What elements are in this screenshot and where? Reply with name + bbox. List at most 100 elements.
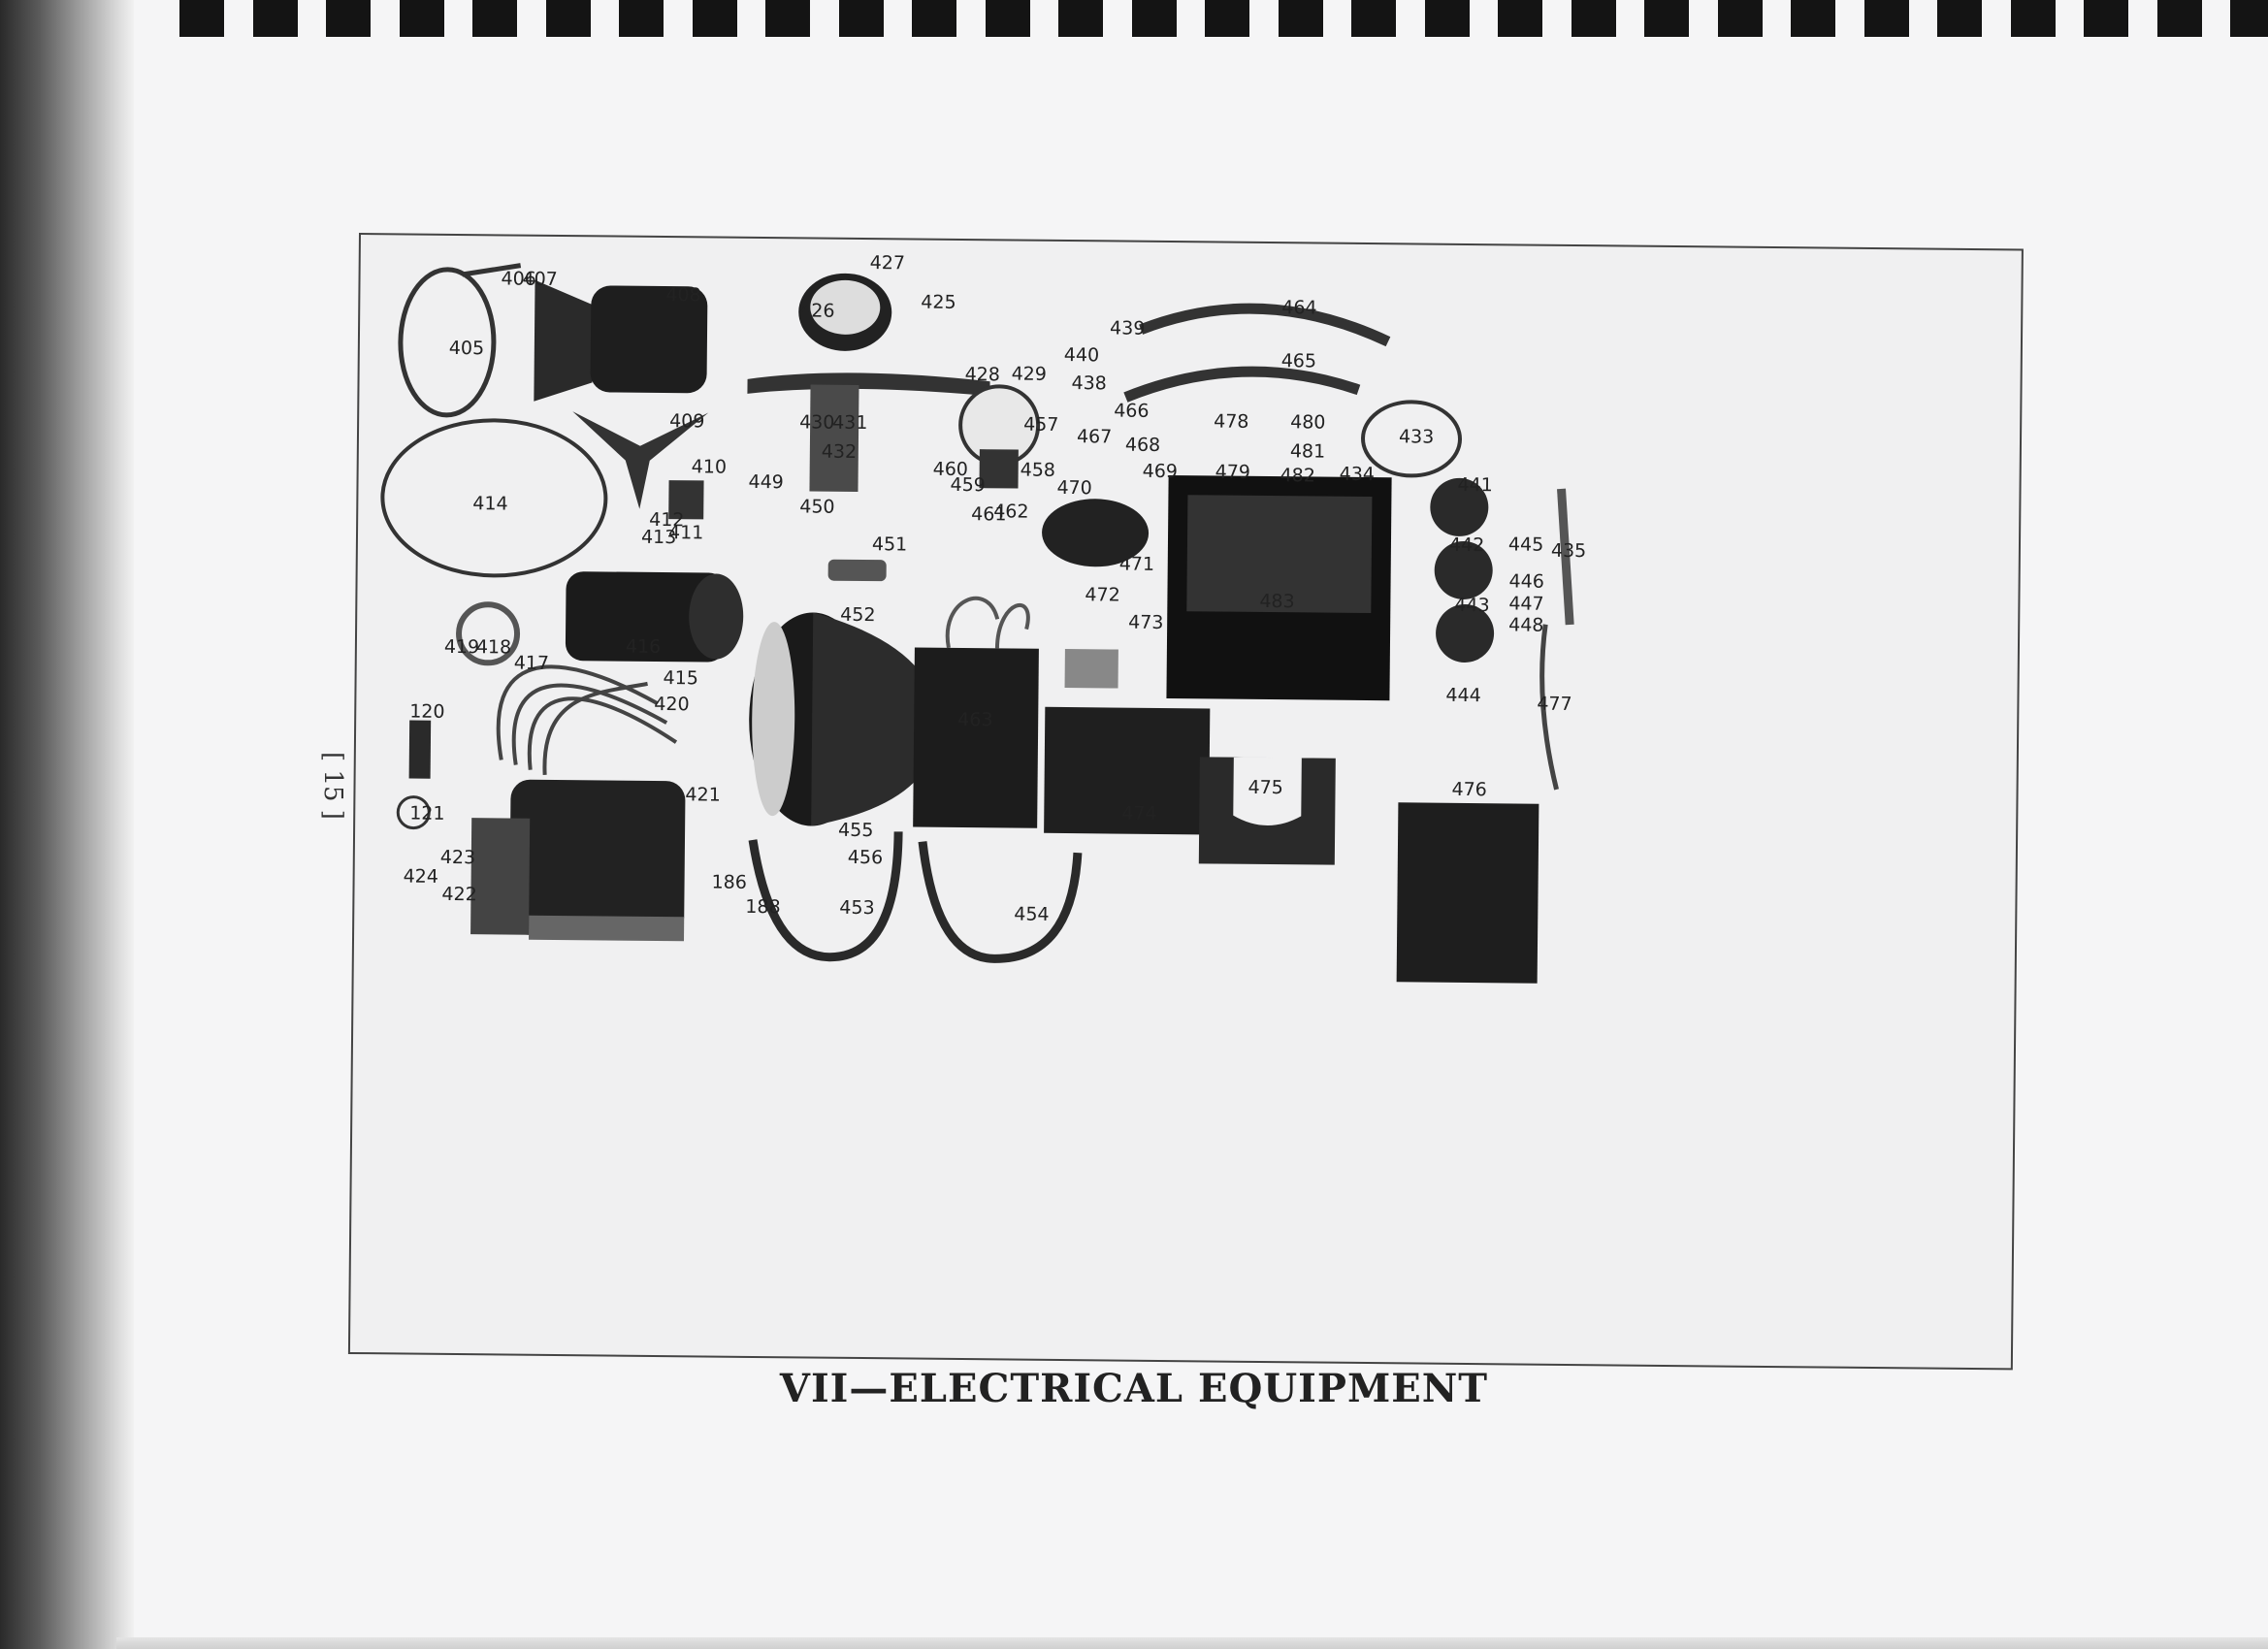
binding-hole (326, 0, 371, 37)
binding-hole (2156, 0, 2202, 37)
tube-464-part (1139, 303, 1391, 347)
part-label: 438 (1071, 372, 1106, 394)
part-label: 430 (799, 411, 834, 433)
pad-475-part (1198, 757, 1336, 865)
part-label: 408 (665, 284, 700, 306)
cable-433-part (1361, 400, 1463, 478)
binding-hole (1937, 0, 1982, 37)
part-label: 435 (1551, 540, 1586, 562)
part-label: 447 (1508, 593, 1543, 614)
part-label: 407 (522, 269, 557, 290)
part-label: 448 (1508, 614, 1543, 635)
part-label: 482 (1280, 465, 1315, 486)
binding-hole (1644, 0, 1689, 37)
binding-hole (619, 0, 664, 37)
disc-443-part (1436, 603, 1495, 663)
washer-121-part (396, 795, 431, 830)
page-edge-shadow (0, 0, 136, 1649)
part-label: 476 (1451, 779, 1486, 800)
part-label: 426 (799, 300, 834, 321)
spark-plug-part (408, 720, 432, 779)
part-label: 451 (872, 534, 907, 555)
part-label: 120 (409, 701, 444, 723)
binding-hole (2084, 0, 2128, 37)
binding-hole (1791, 0, 1835, 37)
part-label: 424 (404, 865, 438, 887)
part-label: 439 (1110, 317, 1145, 339)
part-label: 449 (748, 471, 783, 493)
part-label: 441 (1457, 474, 1492, 496)
binding-hole (1131, 0, 1177, 37)
part-label: 462 (993, 501, 1028, 522)
part-label: 478 (1214, 410, 1248, 432)
disc-442-part (1434, 540, 1493, 599)
headlamp-part (749, 612, 939, 826)
part-label: 477 (1537, 694, 1571, 715)
part-label: 444 (1445, 685, 1480, 706)
parts-drawing: 4054064074084094104114124134144154164174… (380, 252, 1586, 984)
binding-hole (985, 0, 1030, 37)
part-label: 465 (1281, 350, 1316, 372)
ammeter-part (958, 384, 1041, 489)
binding-hole (179, 0, 224, 37)
part-label: 121 (409, 803, 444, 824)
pad-476-part (1396, 802, 1539, 984)
part-label: 473 (1128, 612, 1163, 633)
part-label: 411 (668, 522, 703, 543)
part-label: 427 (870, 252, 905, 274)
part-label: 433 (1399, 426, 1434, 447)
part-label: 471 (1119, 554, 1154, 575)
binding-hole (765, 0, 810, 37)
part-label: 420 (654, 694, 689, 715)
battery-part (913, 596, 1039, 828)
clip-part (668, 480, 704, 520)
binding-hole (692, 0, 737, 37)
tube-465-part (1123, 366, 1361, 403)
part-label: 459 (950, 474, 985, 496)
part-label: 454 (1014, 904, 1049, 925)
part-label: 467 (1077, 426, 1112, 447)
wire-coil-part (398, 263, 522, 418)
binding-hole (1717, 0, 1763, 37)
strap-454-part (918, 841, 1083, 963)
binding-hole (912, 0, 956, 37)
part-label: 453 (839, 897, 874, 919)
binding-hole (1351, 0, 1396, 37)
binding-hole (1863, 0, 1909, 37)
part-label: 442 (1449, 534, 1484, 556)
part-label: 429 (1012, 363, 1047, 384)
part-label: 466 (1114, 400, 1149, 421)
binding-hole (1058, 0, 1103, 37)
part-label: 414 (472, 493, 507, 514)
binding-hole (472, 0, 517, 37)
figure-caption: VII—ELECTRICAL EQUIPMENT (779, 1366, 1489, 1411)
page-bottom-edge (116, 1637, 2268, 1649)
switch-box-part (1166, 475, 1392, 701)
pulley-part (456, 601, 521, 666)
belt-ring-part (380, 418, 608, 578)
binding-hole (399, 0, 444, 37)
part-label: 188 (745, 896, 780, 918)
part-label: 409 (669, 410, 704, 432)
binding-hole (1278, 0, 1323, 37)
magneto-part (470, 779, 686, 942)
part-label: 410 (692, 456, 727, 477)
part-label: 479 (1215, 461, 1250, 482)
part-label: 475 (1247, 777, 1282, 798)
part-label: 425 (921, 292, 956, 313)
binding-hole (252, 0, 298, 37)
spiral-binding (179, 0, 2268, 41)
part-label: 470 (1056, 477, 1091, 499)
cover-plate-part (1042, 499, 1150, 567)
part-label: 423 (440, 847, 475, 868)
part-label: 186 (711, 872, 746, 893)
part-label: 445 (1508, 534, 1543, 555)
part-label: 421 (685, 784, 720, 805)
part-label: 483 (1259, 591, 1294, 612)
part-label: 452 (840, 604, 875, 626)
part-label: 455 (838, 820, 873, 841)
part-label: 468 (1125, 435, 1160, 456)
binding-hole (1424, 0, 1470, 37)
part-label: 434 (1340, 464, 1375, 485)
